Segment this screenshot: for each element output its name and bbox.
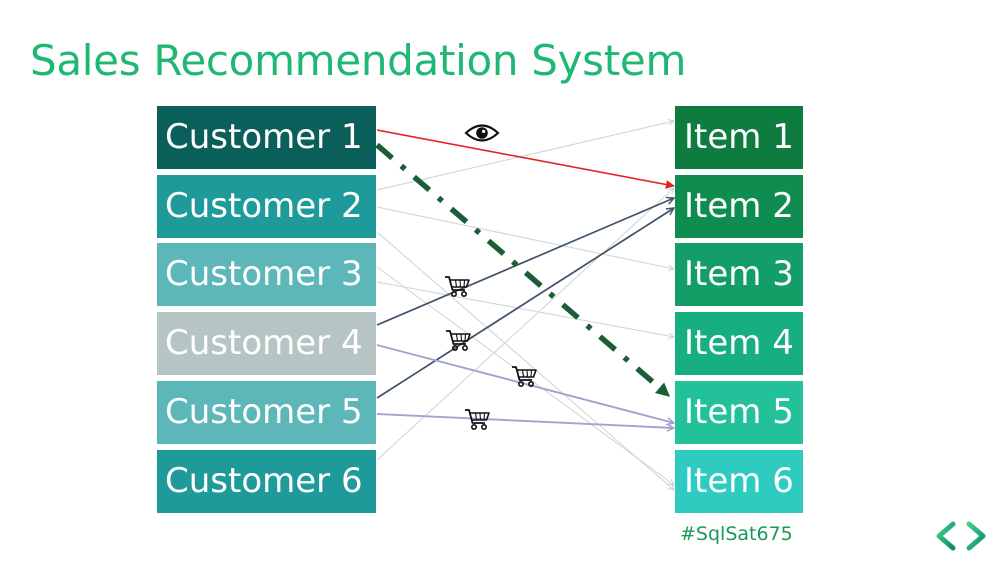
- event-hashtag: #SqlSat675: [680, 523, 793, 545]
- customer-box-1: Customer 1: [157, 106, 376, 169]
- purchase-connections-dark: [376, 198, 674, 399]
- item-box-4: Item 4: [675, 312, 803, 375]
- purchase-connections-light: [376, 344, 674, 428]
- shopping-cart-icon: [445, 330, 471, 352]
- item-box-2: Item 2: [675, 175, 803, 238]
- customer-box-6: Customer 6: [157, 450, 376, 513]
- customer-box-2: Customer 2: [157, 175, 376, 238]
- item-box-6: Item 6: [675, 450, 803, 513]
- customer-box-3: Customer 3: [157, 243, 376, 306]
- chevron-brackets-logo: [936, 521, 986, 551]
- view-arrow: [376, 129, 675, 189]
- eye-icon: [464, 124, 500, 142]
- item-box-3: Item 3: [675, 243, 803, 306]
- recommendation-arrow: [375, 142, 671, 398]
- customer-box-5: Customer 5: [157, 381, 376, 444]
- item-box-5: Item 5: [675, 381, 803, 444]
- shopping-cart-icon: [464, 409, 490, 431]
- customer-box-4: Customer 4: [157, 312, 376, 375]
- item-box-1: Item 1: [675, 106, 803, 169]
- slide-title: Sales Recommendation System: [30, 36, 687, 85]
- shopping-cart-icon: [444, 276, 470, 298]
